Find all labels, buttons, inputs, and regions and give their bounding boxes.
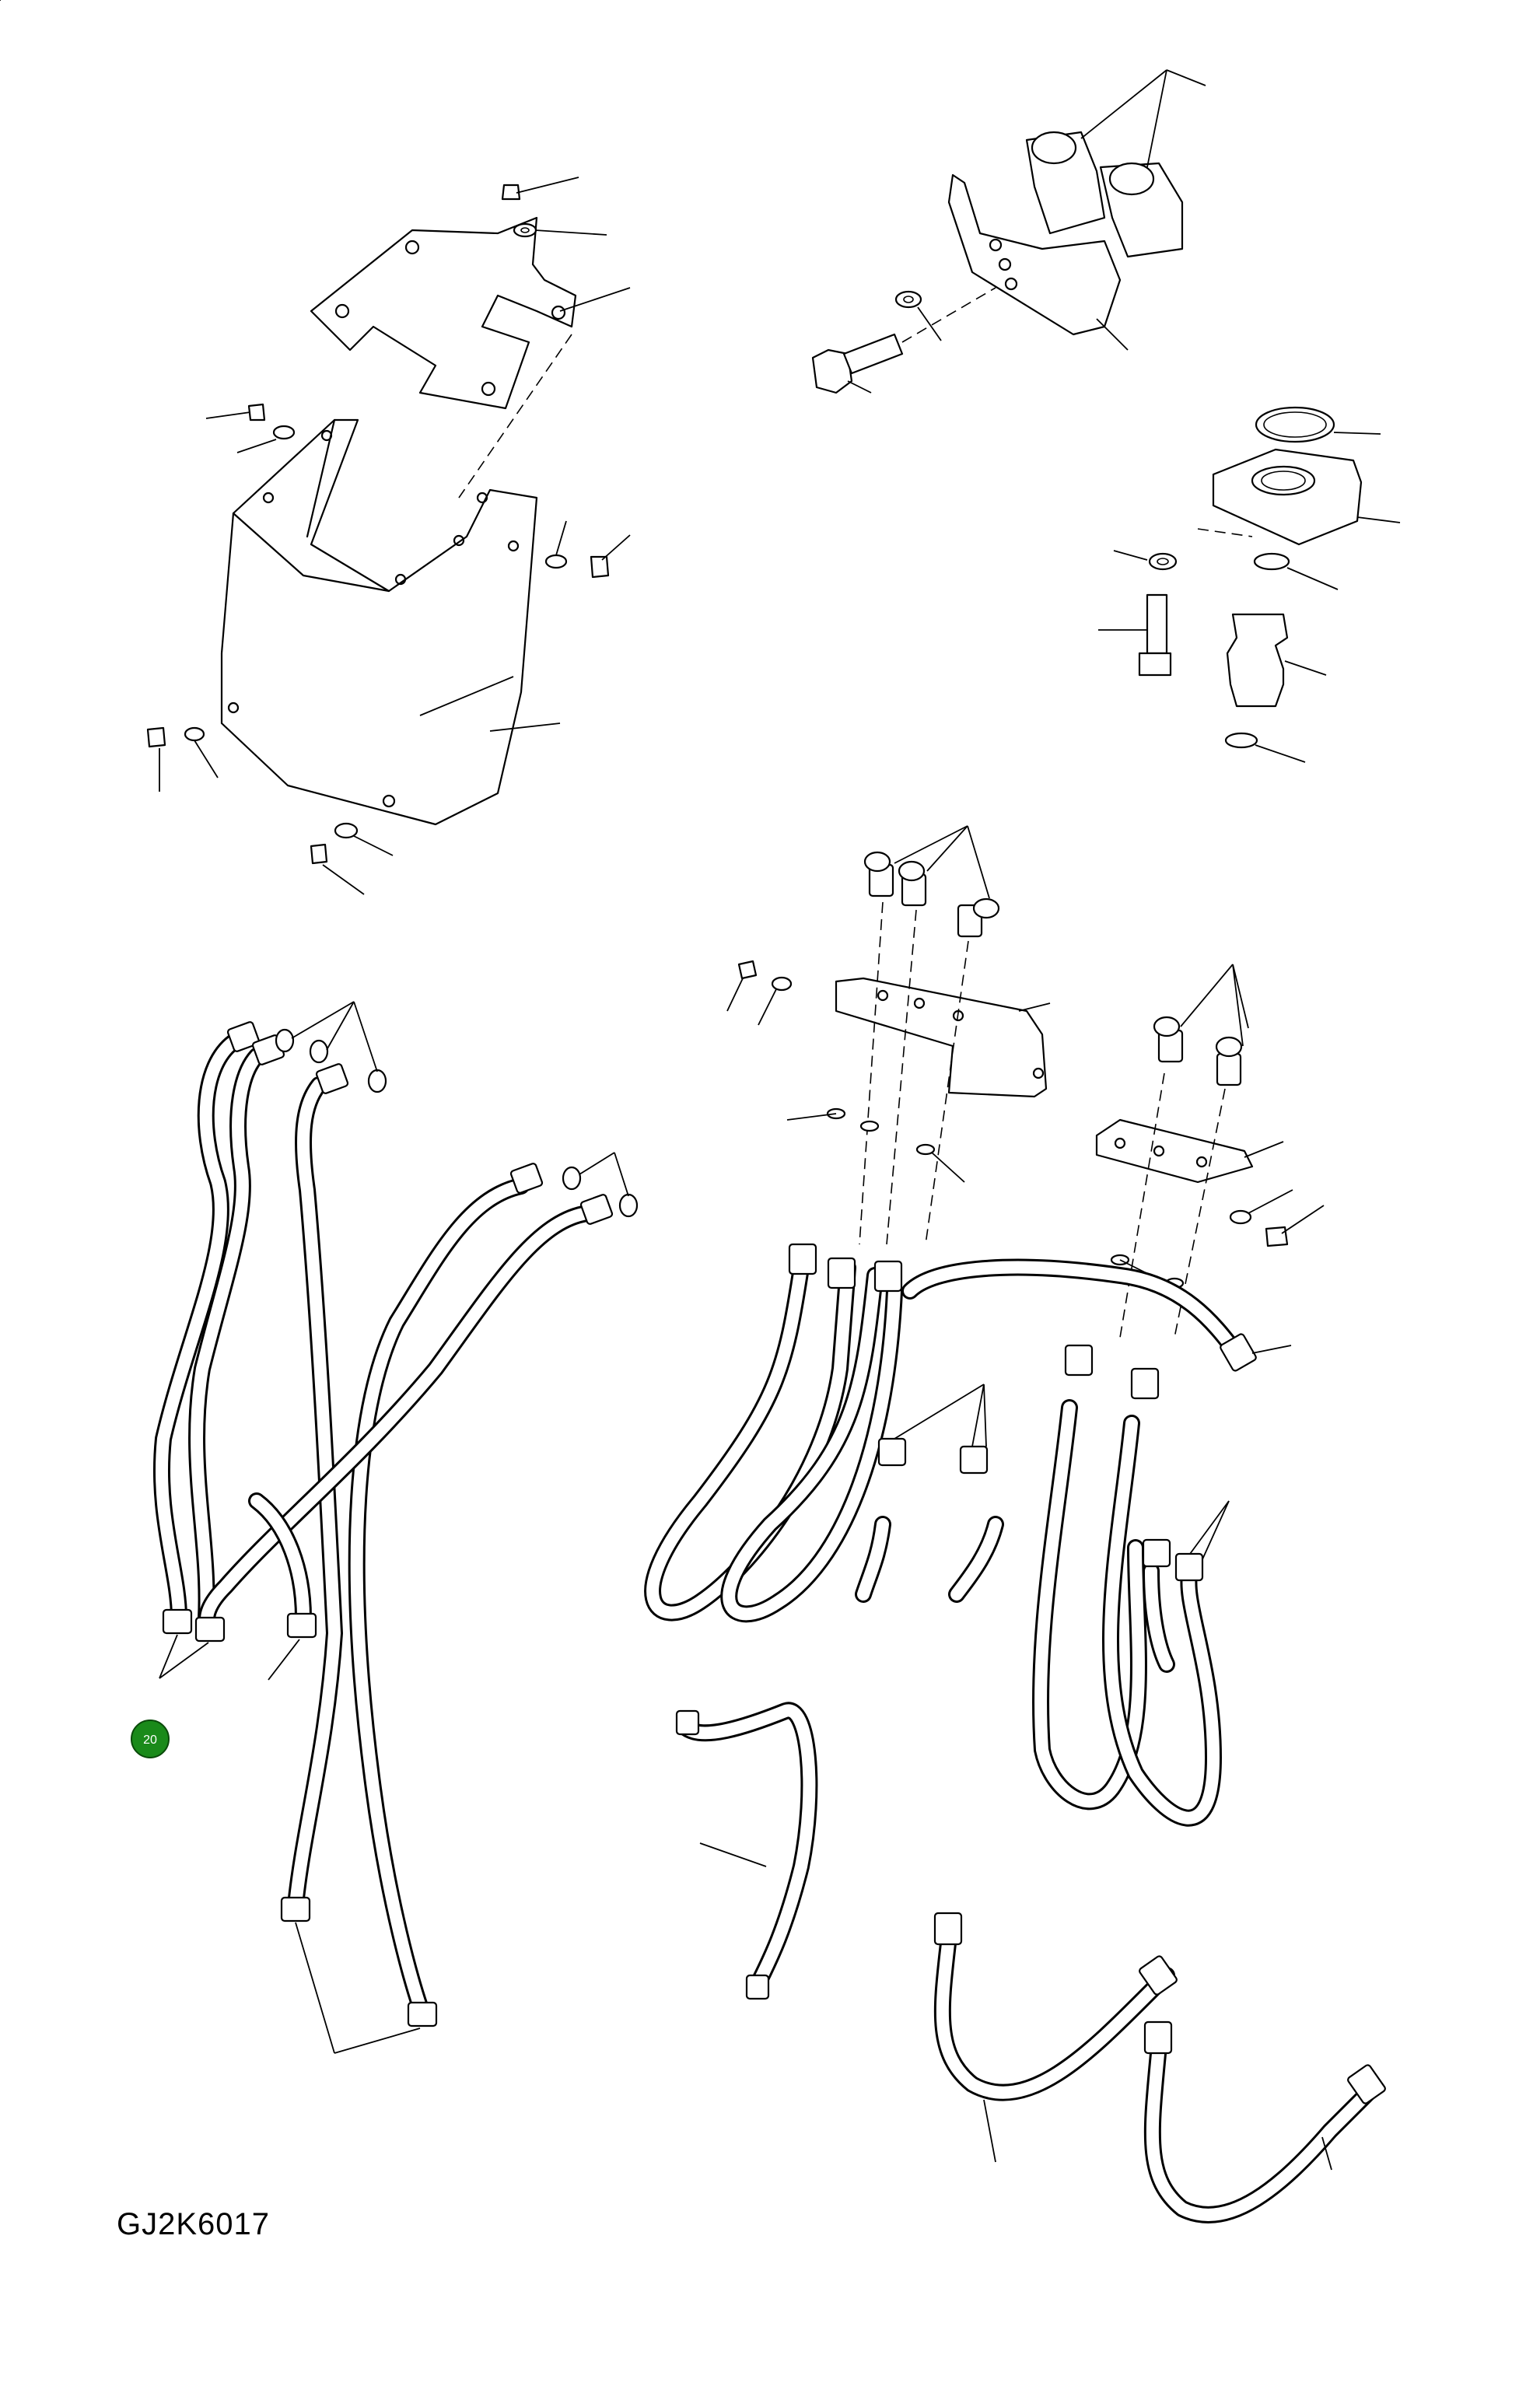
single-hose-bottom-right xyxy=(933,1912,1386,2223)
cap-screw xyxy=(1146,593,1168,655)
flange-assembly xyxy=(0,0,1401,763)
hose-bundle-right xyxy=(644,1243,1292,1827)
hex-bolt xyxy=(811,348,853,394)
drawing-code: GJ2K6017 xyxy=(117,2207,271,2241)
adapter-fitting xyxy=(1226,613,1289,708)
mounting-bracket xyxy=(835,977,1048,1098)
fitting-bracket-lower xyxy=(1095,964,1325,1338)
mounting-bracket xyxy=(1095,1118,1254,1184)
callout-badge[interactable]: 20 xyxy=(131,1720,170,1758)
split-flange xyxy=(1212,448,1363,546)
clamp-bracket-assembly xyxy=(811,69,1206,394)
upper-cover-plate xyxy=(310,216,577,410)
fitting-bracket-upper xyxy=(726,825,1051,1245)
guard-assembly xyxy=(146,177,631,895)
shield-panel xyxy=(220,418,538,826)
bolt xyxy=(501,184,521,201)
callout-circle[interactable] xyxy=(131,1720,170,1758)
callout-label[interactable]: 20 xyxy=(143,1734,157,1747)
single-hose-center xyxy=(675,1702,818,2000)
hose-bundle-left xyxy=(152,1001,639,2054)
clamp-bracket xyxy=(947,173,1122,336)
